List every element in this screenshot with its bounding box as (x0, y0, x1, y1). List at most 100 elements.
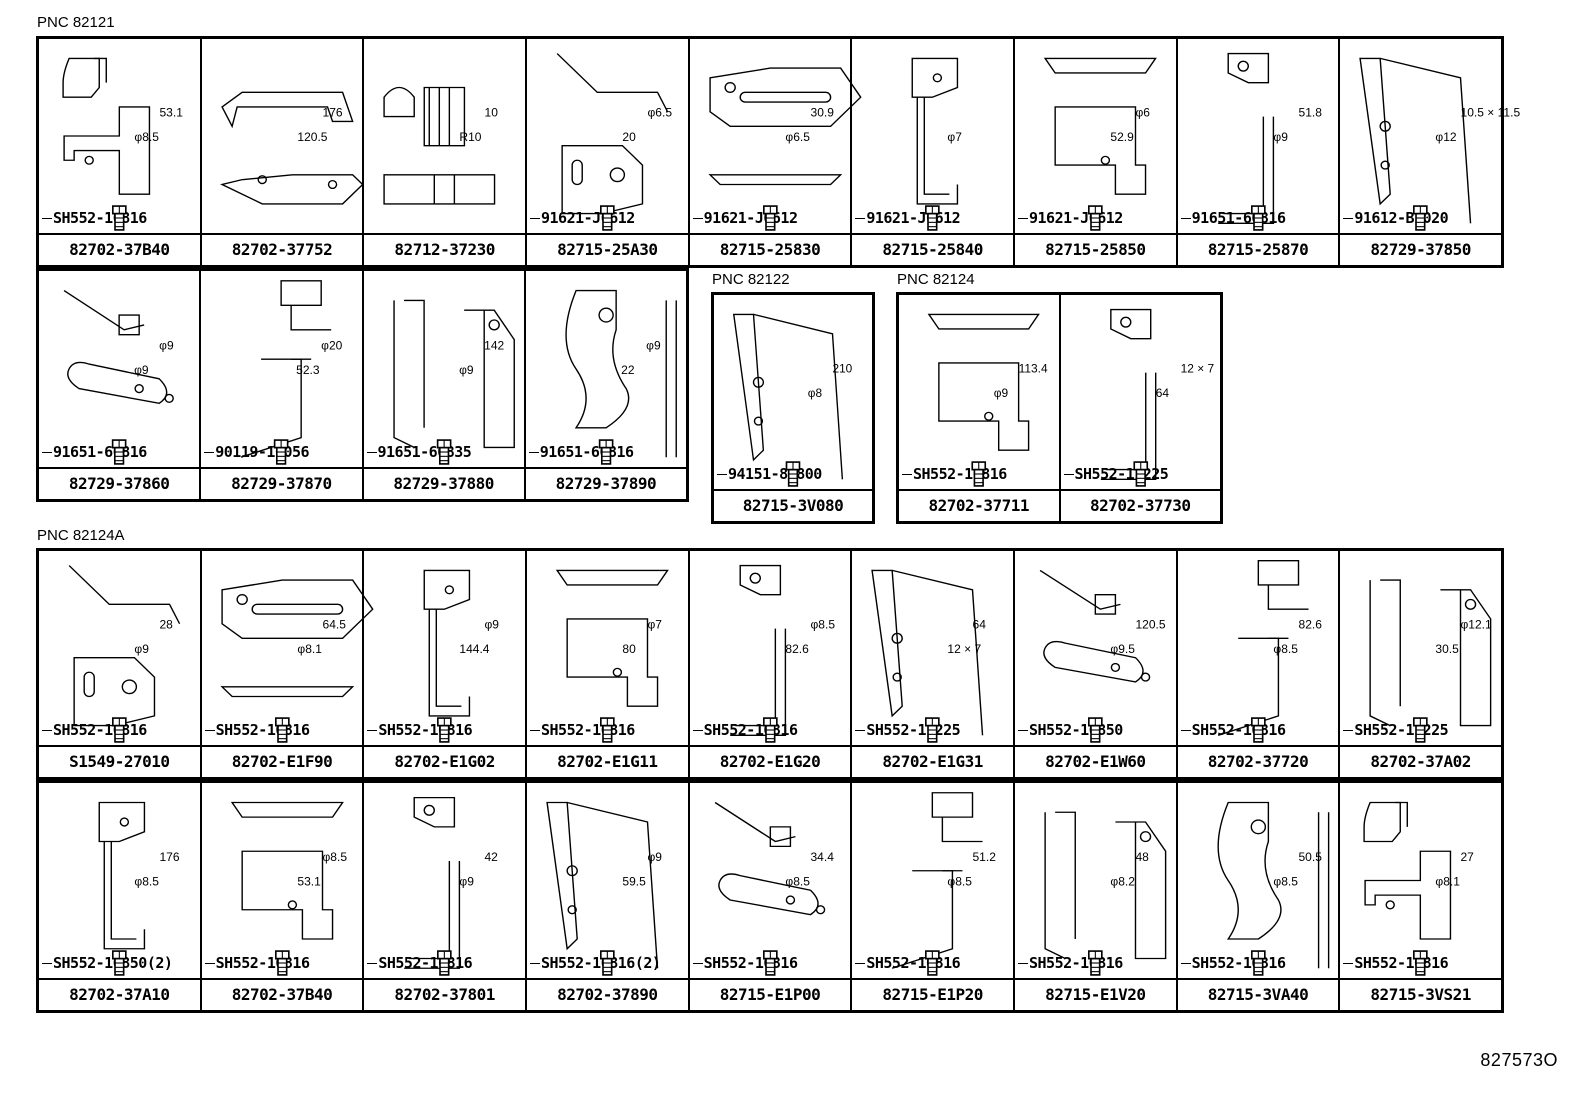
fastener-callout: SH552-10816 (366, 950, 523, 976)
bolt-icon (436, 439, 451, 465)
part-number[interactable]: 82715-E1V20 (1015, 978, 1176, 1010)
fastener-callout: SH552-10816 (529, 717, 686, 743)
part-number[interactable]: 82729-37880 (363, 467, 524, 499)
part-number[interactable]: S1549-27010 (39, 745, 200, 777)
part-number[interactable]: 82715-25840 (852, 233, 1013, 265)
part-number[interactable]: 82702-37801 (364, 978, 525, 1010)
part-number[interactable]: 82715-3VS21 (1340, 978, 1501, 1010)
leader-line (1343, 217, 1354, 219)
part-number[interactable]: 82702-37890 (527, 978, 688, 1010)
bolt-icon (925, 950, 940, 976)
part-number[interactable]: 82729-37870 (201, 467, 362, 499)
part-number[interactable]: 82702-37730 (1060, 489, 1220, 521)
dimension-label: 52.9 (1110, 130, 1134, 144)
part-number[interactable]: 82712-37230 (364, 233, 525, 265)
bolt-icon (1132, 461, 1148, 487)
part-number[interactable]: 82715-3VA40 (1177, 978, 1339, 1010)
part-number[interactable]: 82702-37A10 (39, 978, 200, 1010)
part-number[interactable]: 82715-E1P00 (689, 978, 851, 1010)
part-number[interactable]: 82702-E1W60 (1015, 745, 1176, 777)
part-number[interactable]: 82729-37860 (39, 467, 200, 499)
dimension-label: 48 (1135, 850, 1149, 864)
part-number[interactable]: 82702-37B40 (201, 978, 363, 1010)
leader-line (528, 451, 539, 453)
part-number[interactable]: 82702-37720 (1177, 745, 1339, 777)
leader-line (692, 729, 703, 731)
fastener-part-number: SH552-10850(2) (53, 954, 173, 972)
part-number[interactable]: 82715-3V080 (714, 489, 872, 521)
leader-line (1180, 962, 1191, 964)
dimension-label: φ8.1 (297, 642, 322, 656)
part-number[interactable]: 82702-37752 (201, 233, 363, 265)
part-number[interactable]: 82702-37B40 (39, 233, 200, 265)
part-number[interactable]: 82702-E1G02 (364, 745, 525, 777)
fastener-callout: SH552-10816 (41, 205, 198, 231)
bolt-icon (600, 205, 615, 231)
fastener-callout: 90119-10056 (203, 439, 359, 465)
part-number[interactable]: 82702-E1G20 (689, 745, 851, 777)
dimension-label: φ8.5 (134, 875, 159, 889)
leader-line (1180, 729, 1191, 731)
part-number[interactable]: 82702-E1F90 (201, 745, 363, 777)
leader-line (1018, 217, 1028, 219)
part-number[interactable]: 82715-25830 (689, 233, 851, 265)
leader-line (717, 473, 727, 475)
fastener-callout: 91621-J0612 (1017, 205, 1174, 231)
dimension-label: 53.1 (297, 875, 321, 889)
bolt-icon (971, 461, 987, 487)
leader-line (530, 217, 540, 219)
part-number[interactable]: 82702-E1G31 (852, 745, 1013, 777)
fastener-callout: SH552-10816 (41, 717, 198, 743)
part-number[interactable]: 82702-E1G11 (527, 745, 688, 777)
dimension-label: 64.5 (322, 618, 346, 632)
part-number[interactable]: 82729-37890 (525, 467, 686, 499)
part-number[interactable]: 82702-37A02 (1340, 745, 1501, 777)
leader-line (1018, 962, 1028, 964)
part-number[interactable]: 82729-37850 (1340, 233, 1501, 265)
part-number[interactable]: 82715-25A30 (527, 233, 688, 265)
part-number[interactable]: 82702-37711 (899, 489, 1059, 521)
part-number[interactable]: 82715-25850 (1015, 233, 1176, 265)
part-number[interactable]: 82715-25870 (1177, 233, 1339, 265)
part-number[interactable]: 82715-E1P20 (852, 978, 1013, 1010)
